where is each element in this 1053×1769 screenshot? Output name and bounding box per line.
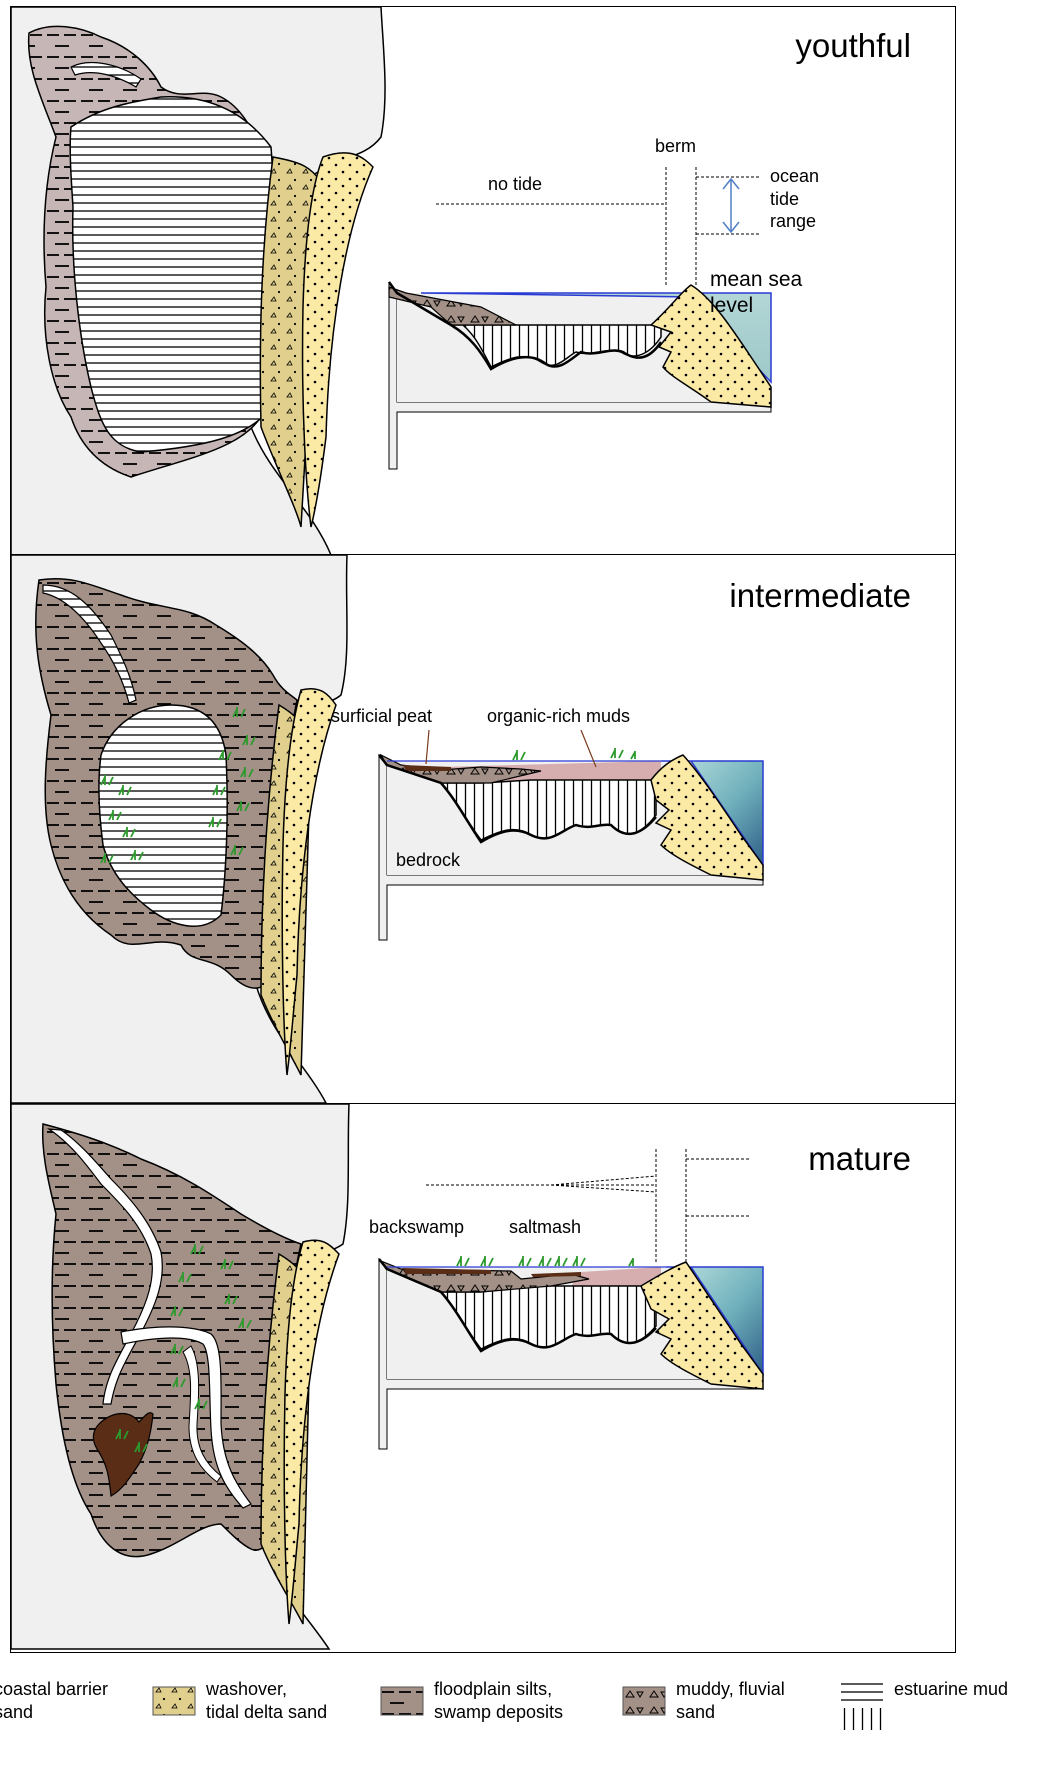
label-berm: berm (655, 135, 696, 158)
legend-label: coastal barrier sand (0, 1678, 108, 1723)
stage-title: youthful (795, 27, 911, 65)
label-organic-rich-muds: organic-rich muds (487, 705, 630, 728)
label-bedrock: bedrock (396, 849, 460, 872)
legend: coastal barrier sand washover, tidal del… (0, 1660, 1053, 1769)
cross-section-intermediate (379, 730, 763, 940)
legend-label: washover, tidal delta sand (206, 1678, 327, 1723)
dotted-sand-swatch-icon (152, 1686, 196, 1716)
stage-title: intermediate (729, 577, 911, 615)
legend-item-washover: washover, tidal delta sand (152, 1678, 327, 1723)
horizontal-lines-swatch-icon (840, 1680, 884, 1732)
triangle-swatch-icon (622, 1686, 666, 1716)
mature-diagram (11, 1104, 957, 1654)
label-surficial-peat: surficial peat (331, 705, 432, 728)
label-backswamp: backswamp (369, 1216, 464, 1239)
legend-item-coastal-barrier-sand: coastal barrier sand (0, 1678, 108, 1723)
panel-youthful: youthful berm no tide ocean tide range m… (10, 6, 956, 560)
cross-section-mature (379, 1149, 763, 1449)
panel-intermediate: intermediate surficial peat organic-rich… (10, 554, 956, 1109)
coastal-barrier-sand (284, 1240, 339, 1624)
label-no-tide: no tide (488, 173, 542, 196)
legend-label: muddy, fluvial sand (676, 1678, 785, 1723)
label-ocean-tide-range: ocean tide range (770, 165, 819, 233)
peat-leader (426, 730, 429, 764)
coastal-barrier-sand (282, 689, 336, 1075)
legend-label: estuarine mud (894, 1678, 1008, 1701)
legend-label: floodplain silts, swamp deposits (434, 1678, 563, 1723)
coastal-barrier-sand (303, 153, 373, 527)
estuarine-mud (70, 97, 274, 452)
legend-item-floodplain: floodplain silts, swamp deposits (380, 1678, 563, 1723)
panel-mature: mature backswamp saltmash (10, 1103, 956, 1653)
intermediate-diagram (11, 555, 957, 1110)
youthful-diagram (11, 7, 957, 561)
legend-item-muddy-fluvial-sand: muddy, fluvial sand (622, 1678, 785, 1723)
stage-title: mature (808, 1140, 911, 1178)
label-saltmash: saltmash (509, 1216, 581, 1239)
legend-item-estuarine-mud: estuarine mud (840, 1678, 1008, 1732)
label-mean-sea-level: mean sea level (710, 267, 802, 320)
dashed-brown-swatch-icon (380, 1686, 424, 1716)
